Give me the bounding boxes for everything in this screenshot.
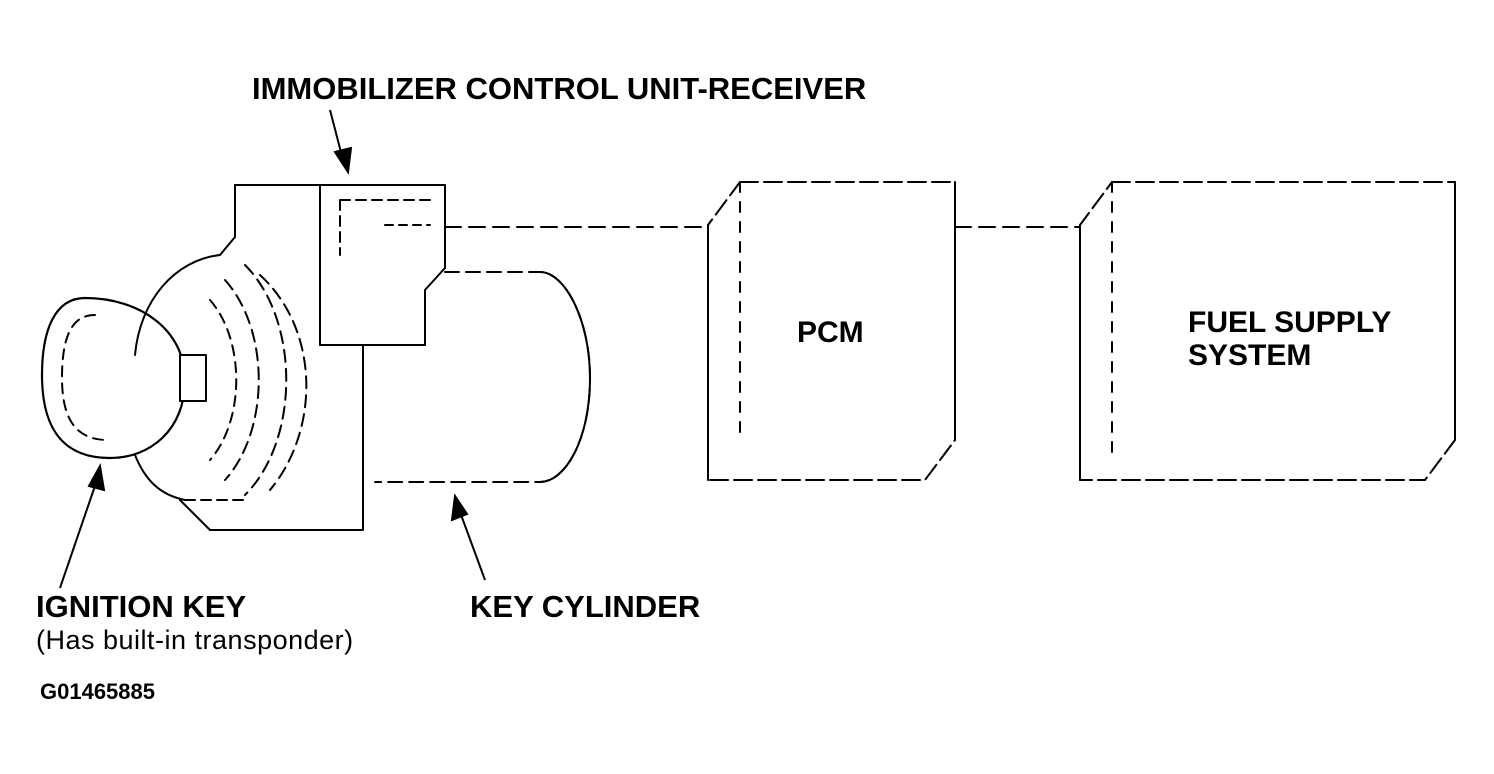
ignition-key-label: IGNITION KEY [36, 589, 247, 624]
ignition-key-note: (Has built-in transponder) [36, 625, 354, 655]
fuel-supply-label-line1: FUEL SUPPLY [1188, 306, 1392, 339]
immobilizer-label: IMMOBILIZER CONTROL UNIT-RECEIVER [252, 71, 867, 106]
key-cylinder-label: KEY CYLINDER [470, 589, 701, 624]
arrow-ignition-key [60, 466, 104, 588]
fuel-supply-box-outline [1080, 182, 1455, 480]
arrow-immobilizer [330, 110, 351, 172]
key-cylinder [375, 272, 590, 482]
ignition-switch-housing [135, 185, 445, 530]
ignition-key [42, 298, 206, 458]
pcm-box-outline [708, 182, 955, 480]
figure-id: G01465885 [40, 679, 155, 704]
pcm-label: PCM [797, 316, 864, 349]
arrow-key-cylinder [452, 496, 485, 580]
fuel-supply-label-line2: SYSTEM [1188, 339, 1312, 372]
